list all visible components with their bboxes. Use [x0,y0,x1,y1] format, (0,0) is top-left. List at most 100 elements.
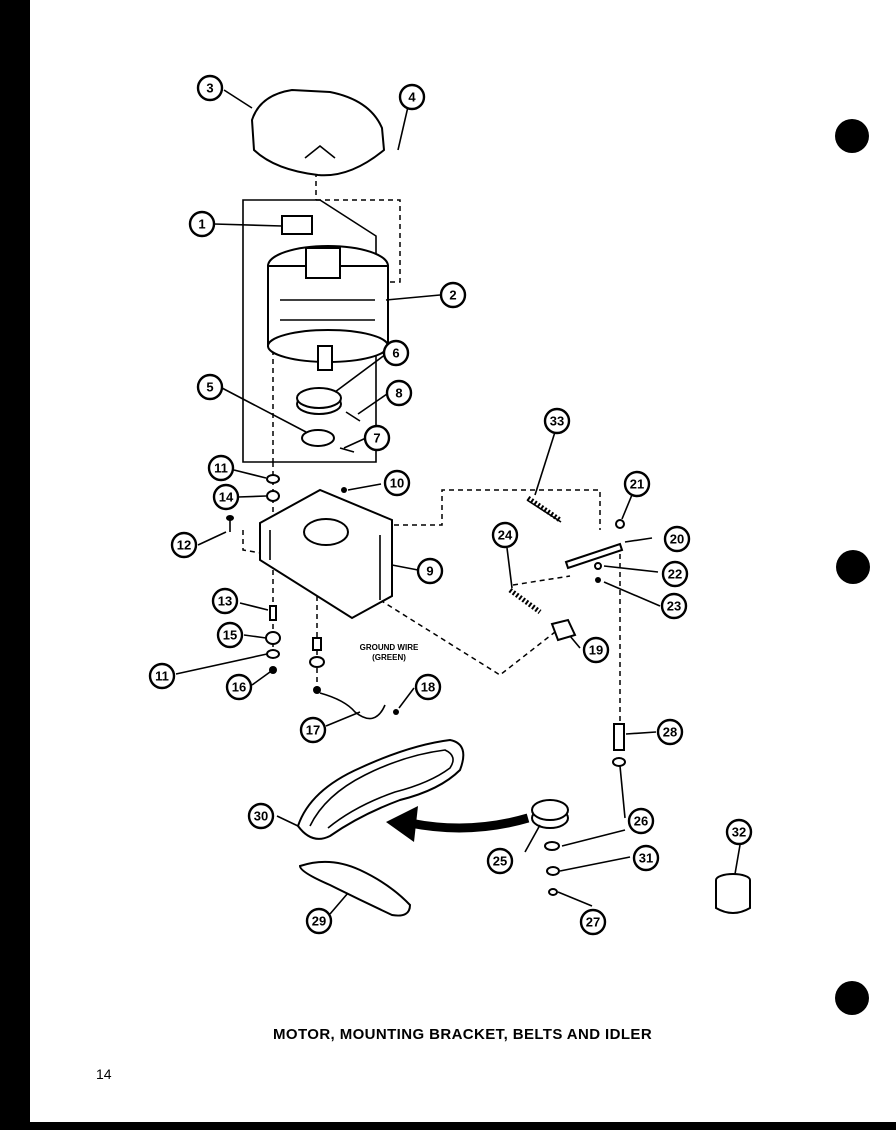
callout-18: 18 [414,673,442,701]
callout-15: 15 [216,621,244,649]
svg-text:3: 3 [206,81,213,96]
callout-24: 24 [491,521,519,549]
callout-17: 17 [299,716,327,744]
binder-hole-top [835,119,869,153]
svg-text:1: 1 [198,217,205,232]
idler-bracket-19 [550,618,577,642]
callout-23: 23 [660,592,688,620]
exploded-parts-diagram: GROUND WIRE (GREEN) 1 2 3 4 5 6 7 8 9 10… [148,74,870,1015]
callout-33: 33 [543,407,571,435]
callout-26: 26 [627,807,655,835]
callout-22: 22 [661,560,689,588]
callout-19: 19 [582,636,610,664]
svg-text:25: 25 [493,854,507,869]
washer-26 [544,841,560,851]
svg-text:24: 24 [498,528,513,543]
callout-14: 14 [212,483,240,511]
binder-hole-bottom [835,981,869,1015]
svg-text:15: 15 [223,628,237,643]
motor-switch [281,215,313,235]
callout-28: 28 [656,718,684,746]
callout-3: 3 [196,74,224,102]
callout-11-upper: 11 [207,454,235,482]
svg-text:17: 17 [306,723,320,738]
direction-arrow [409,813,530,833]
svg-text:12: 12 [177,538,191,553]
callout-29: 29 [305,907,333,935]
idler-arm-20 [564,542,624,570]
svg-text:20: 20 [670,532,684,547]
mounting-bracket [259,488,393,620]
idler-shaft-28 [613,723,625,751]
callout-32: 32 [725,818,753,846]
nut-23 [595,577,601,583]
callout-8: 8 [385,379,413,407]
svg-text:18: 18 [421,680,435,695]
washer-11-lower [266,649,280,659]
clip-27 [548,888,558,896]
callout-2: 2 [439,281,467,309]
grommet-15 [265,631,281,645]
svg-text:6: 6 [392,346,399,361]
svg-text:19: 19 [589,643,603,658]
diagram-caption: MOTOR, MOUNTING BRACKET, BELTS AND IDLER [273,1026,653,1043]
svg-text:11: 11 [214,461,228,476]
callout-31: 31 [632,844,660,872]
callout-30: 30 [247,802,275,830]
washer-22 [594,562,602,570]
svg-text:7: 7 [373,431,380,446]
svg-text:32: 32 [732,825,746,840]
svg-text:22: 22 [668,567,682,582]
callout-12: 12 [170,531,198,559]
svg-text:21: 21 [630,477,644,492]
svg-text:27: 27 [586,915,600,930]
callout-6: 6 [382,339,410,367]
grommet-14 [266,490,280,502]
callout-21: 21 [623,470,651,498]
pump-belt-29 [298,860,412,917]
svg-text:30: 30 [254,809,268,824]
pulley-key [345,411,361,422]
spacer-13 [269,605,277,621]
nut-10 [341,487,347,493]
svg-text:11: 11 [155,669,169,684]
callout-27: 27 [579,908,607,936]
callout-25: 25 [486,847,514,875]
svg-text:16: 16 [232,680,246,695]
callout-13: 13 [211,587,239,615]
callout-1: 1 [188,210,216,238]
drive-pulley [301,429,335,447]
ground-wire-color: (GREEN) [372,653,406,662]
svg-text:9: 9 [426,564,433,579]
callout-5: 5 [196,373,224,401]
callout-20: 20 [663,525,691,553]
binder-hole-middle [836,550,870,584]
svg-text:13: 13 [218,594,232,609]
page-number: 14 [96,1066,112,1082]
set-screw [339,447,355,453]
callout-4: 4 [398,83,426,111]
svg-text:23: 23 [667,599,681,614]
ground-wire-label: GROUND WIRE [360,643,419,652]
svg-text:5: 5 [206,380,213,395]
svg-text:14: 14 [219,490,234,505]
svg-text:8: 8 [395,386,402,401]
screw-18 [393,709,399,715]
svg-text:4: 4 [408,90,416,105]
idler-spring-24 [508,587,542,615]
callout-11-lower: 11 [148,662,176,690]
ground-wire [319,692,386,720]
svg-text:33: 33 [550,414,564,429]
callout-16: 16 [225,673,253,701]
nut-16 [269,666,277,674]
callout-10: 10 [383,469,411,497]
washer-11-upper [266,474,280,484]
parts-sheet: GROUND WIRE (GREEN) 1 2 3 4 5 6 7 8 9 10… [30,0,896,1122]
svg-text:26: 26 [634,814,648,829]
svg-text:31: 31 [639,851,653,866]
washer-21 [615,519,625,529]
callout-9: 9 [416,557,444,585]
svg-text:29: 29 [312,914,326,929]
svg-text:2: 2 [449,288,456,303]
svg-text:28: 28 [663,725,677,740]
